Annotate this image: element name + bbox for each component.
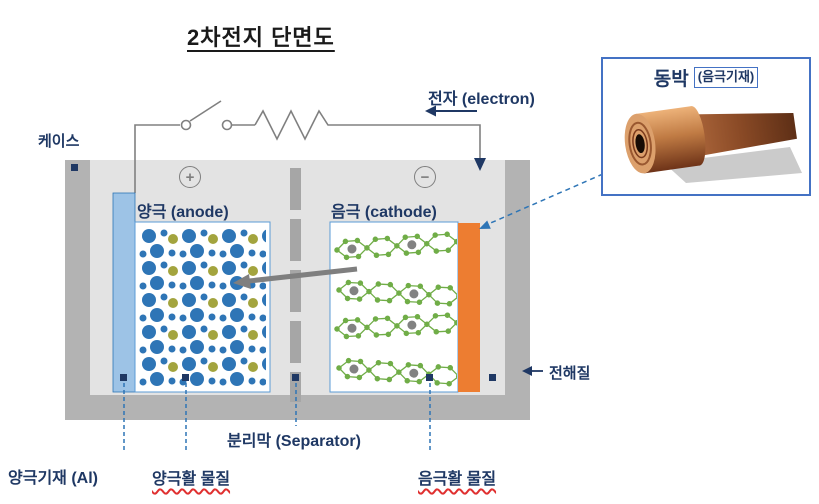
case-left-wall [65, 160, 90, 420]
roll-core-hole [635, 134, 645, 154]
electron-arrow-icon [425, 105, 477, 117]
copper-foil-inset: 동박 (음극기재) [601, 57, 811, 196]
anode-foil-bar [112, 192, 136, 393]
inset-header: 동박 (음극기재) [603, 64, 809, 91]
inset-callout-arrow-icon [479, 220, 491, 229]
copper-foil-photo [624, 106, 802, 183]
page-title: 2차전지 단면도 [187, 25, 335, 50]
label-electron: 전자 (electron) [428, 91, 535, 108]
case-pointer-dot [71, 164, 78, 171]
callout-lines [123, 173, 604, 452]
label-separator: 분리막 (Separator) [227, 433, 361, 450]
inset-subtitle: (음극기재) [693, 67, 759, 88]
callout-inset [485, 173, 604, 226]
external-circuit [134, 100, 481, 193]
cathode-foil-bar [458, 223, 480, 392]
label-anode: 양극 (anode) [137, 204, 229, 221]
switch-terminal-left [180, 119, 192, 131]
wire-left [134, 124, 180, 193]
inset-title: 동박 [653, 69, 689, 90]
minus-terminal-icon: − [414, 166, 436, 188]
photo-shadow [664, 147, 802, 183]
plus-terminal-icon: + [179, 166, 201, 188]
resistor-icon [254, 109, 481, 159]
label-cathode: 음극 (cathode) [331, 204, 437, 221]
ion-transfer-arrow-icon [233, 266, 358, 289]
label-case: 케이스 [38, 133, 80, 150]
label-anode-active-material: 양극활 물질 [152, 471, 231, 488]
label-cathode-active-material: 음극활 물질 [418, 471, 497, 488]
foil-roll [624, 106, 797, 174]
electrolyte-arrow-icon [522, 366, 543, 376]
label-anode-substrate: 양극기재 (Al) [8, 470, 98, 487]
case-right-wall [505, 160, 530, 420]
switch-terminal-right [221, 119, 233, 131]
label-electrolyte: 전해질 [549, 365, 591, 382]
anode-active-particles [139, 227, 266, 387]
pointer-dots [120, 374, 496, 381]
switch-lever-icon [189, 100, 222, 122]
current-down-arrow-icon [474, 158, 486, 171]
